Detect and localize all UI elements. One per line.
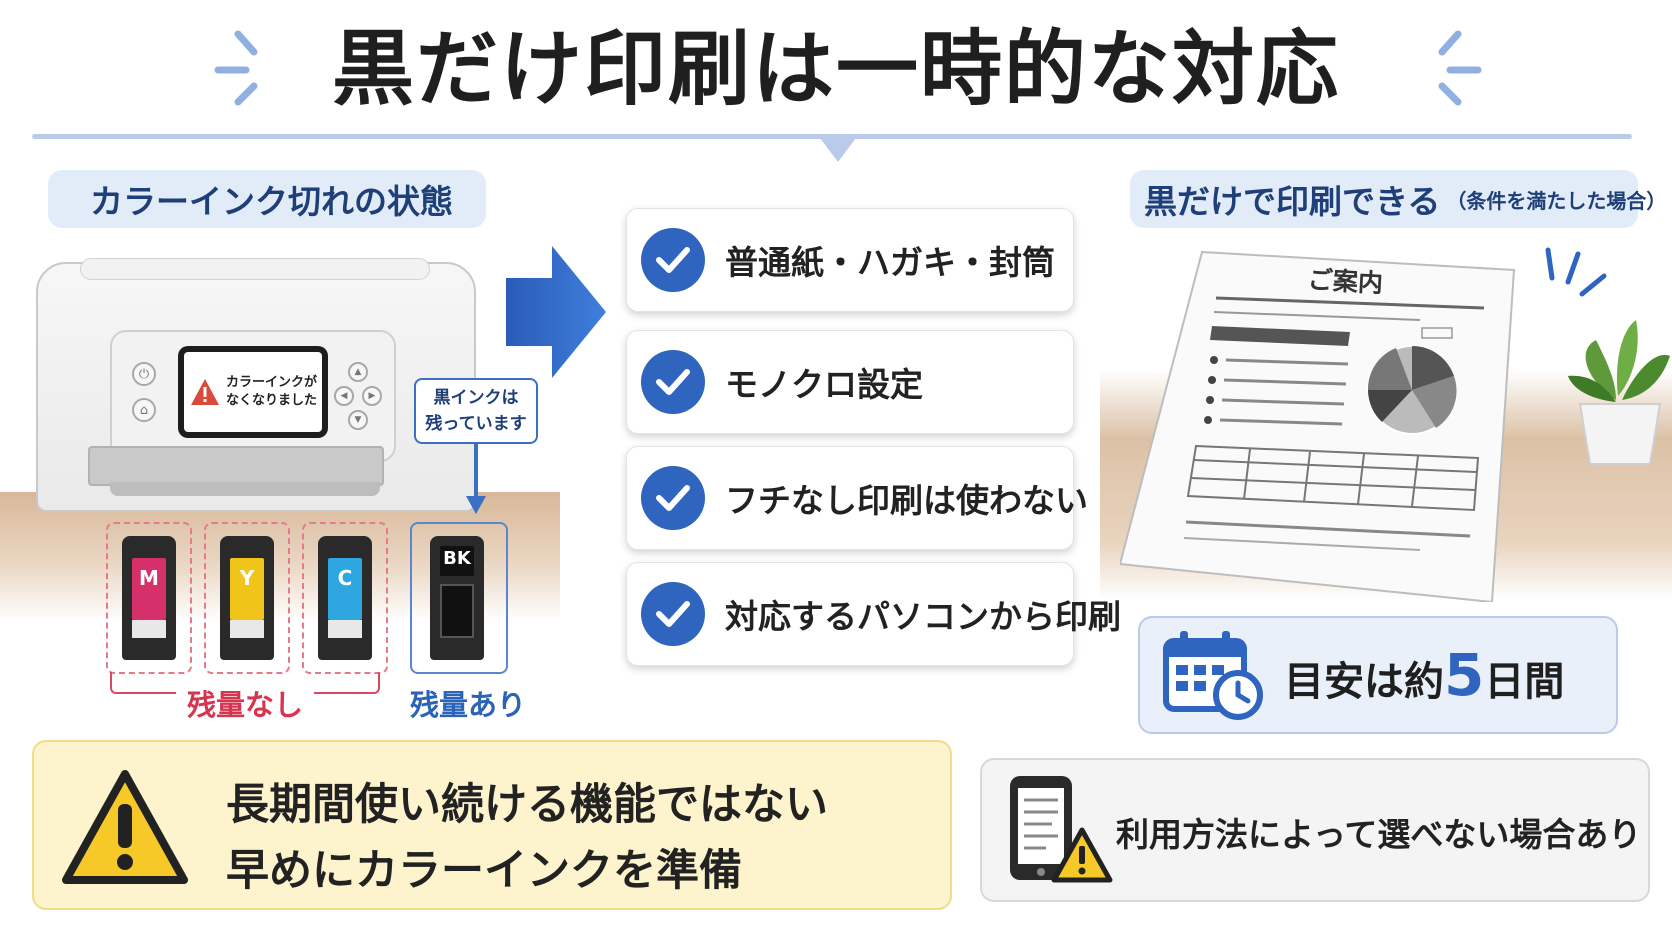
warning-line-1: 長期間使い続ける機能ではない [226,780,828,830]
yellow-cartridge: Y [220,536,274,660]
callout-arrow-icon [466,444,486,514]
duration-text: 目安は約5日間 [1284,641,1565,709]
sparkle-lines-icon [1545,247,1607,297]
warning-line-2: 早めにカラーインクを準備 [226,846,742,896]
title-burst-right [1438,30,1482,106]
cartridge-label-y: Y [230,558,264,620]
title-divider [32,134,1632,139]
document-title: ご案内 [1307,265,1384,298]
check-item-label: フチなし印刷は使わない [725,481,1088,520]
nav-down-icon: ▼ [348,410,368,430]
plant-icon [1568,320,1670,465]
duration-badge: 目安は約5日間 [1138,616,1618,734]
pie-chart-icon [1367,345,1457,435]
printer-paper-slot [88,446,384,486]
right-arrow-icon [506,246,606,378]
warning-icon [191,379,219,405]
cartridge-frame-bk [410,522,508,674]
black-cartridge: BK [430,536,484,660]
availability-note-text: 利用方法によって選べない場合あり [1116,815,1642,854]
home-icon: ⌂ [132,398,156,422]
check-item-mono: モノクロ設定 [626,330,1074,434]
check-item-borderless: フチなし印刷は使わない [626,446,1088,550]
title-divider-notch [820,138,856,162]
title-burst-left [214,30,258,106]
check-item-label: 対応するパソコンから印刷 [725,597,1121,636]
check-icon [641,228,705,292]
cartridge-label-m: M [132,558,166,620]
power-icon: ⏻ [132,362,156,386]
check-icon [641,582,705,646]
nav-up-icon: ▲ [348,362,368,382]
black-only-heading: 黒だけで印刷できる （条件を満たした場合） [1130,170,1666,228]
cartridge-label-bk: BK [440,546,474,576]
magenta-cartridge: M [122,536,176,660]
check-icon [641,466,705,530]
cartridge-frame-m [106,522,192,674]
check-item-paper: 普通紙・ハガキ・封筒 [626,208,1074,312]
black-only-heading-note: （条件を満たした場合） [1446,188,1667,213]
calendar-clock-icon [1163,631,1263,720]
page-title: 黒だけ印刷は一時的な対応 [331,22,1340,117]
printed-document [1120,250,1516,602]
nav-right-icon: ▶ [362,386,382,406]
black-only-heading-text: 黒だけで印刷できる [1144,182,1441,221]
color-ink-empty-heading: カラーインク切れの状態 [48,170,486,228]
check-item-pc: 対応するパソコンから印刷 [626,562,1121,666]
lcd-message: カラーインクが なくなりました [226,375,318,408]
phone-warning-icon [1010,776,1113,883]
nav-left-icon: ◀ [334,386,354,406]
cartridge-frame-c [302,522,388,674]
check-item-label: モノクロ設定 [725,365,923,404]
check-item-label: 普通紙・ハガキ・封筒 [725,243,1055,282]
printer-lcd: カラーインクが なくなりました [178,346,328,438]
printer-output-tray [110,482,380,496]
empty-label: 残量なし [176,682,314,724]
cartridge-frame-y [204,522,290,674]
cyan-cartridge: C [318,536,372,660]
warning-triangle-icon [62,770,188,884]
remaining-label: 残量あり [409,688,526,722]
duration-number: 5 [1444,641,1485,709]
black-ink-remaining-callout: 黒インクは 残っています [414,378,538,444]
check-icon [641,350,705,414]
cartridge-label-c: C [328,558,362,620]
printer-lid [80,258,430,280]
